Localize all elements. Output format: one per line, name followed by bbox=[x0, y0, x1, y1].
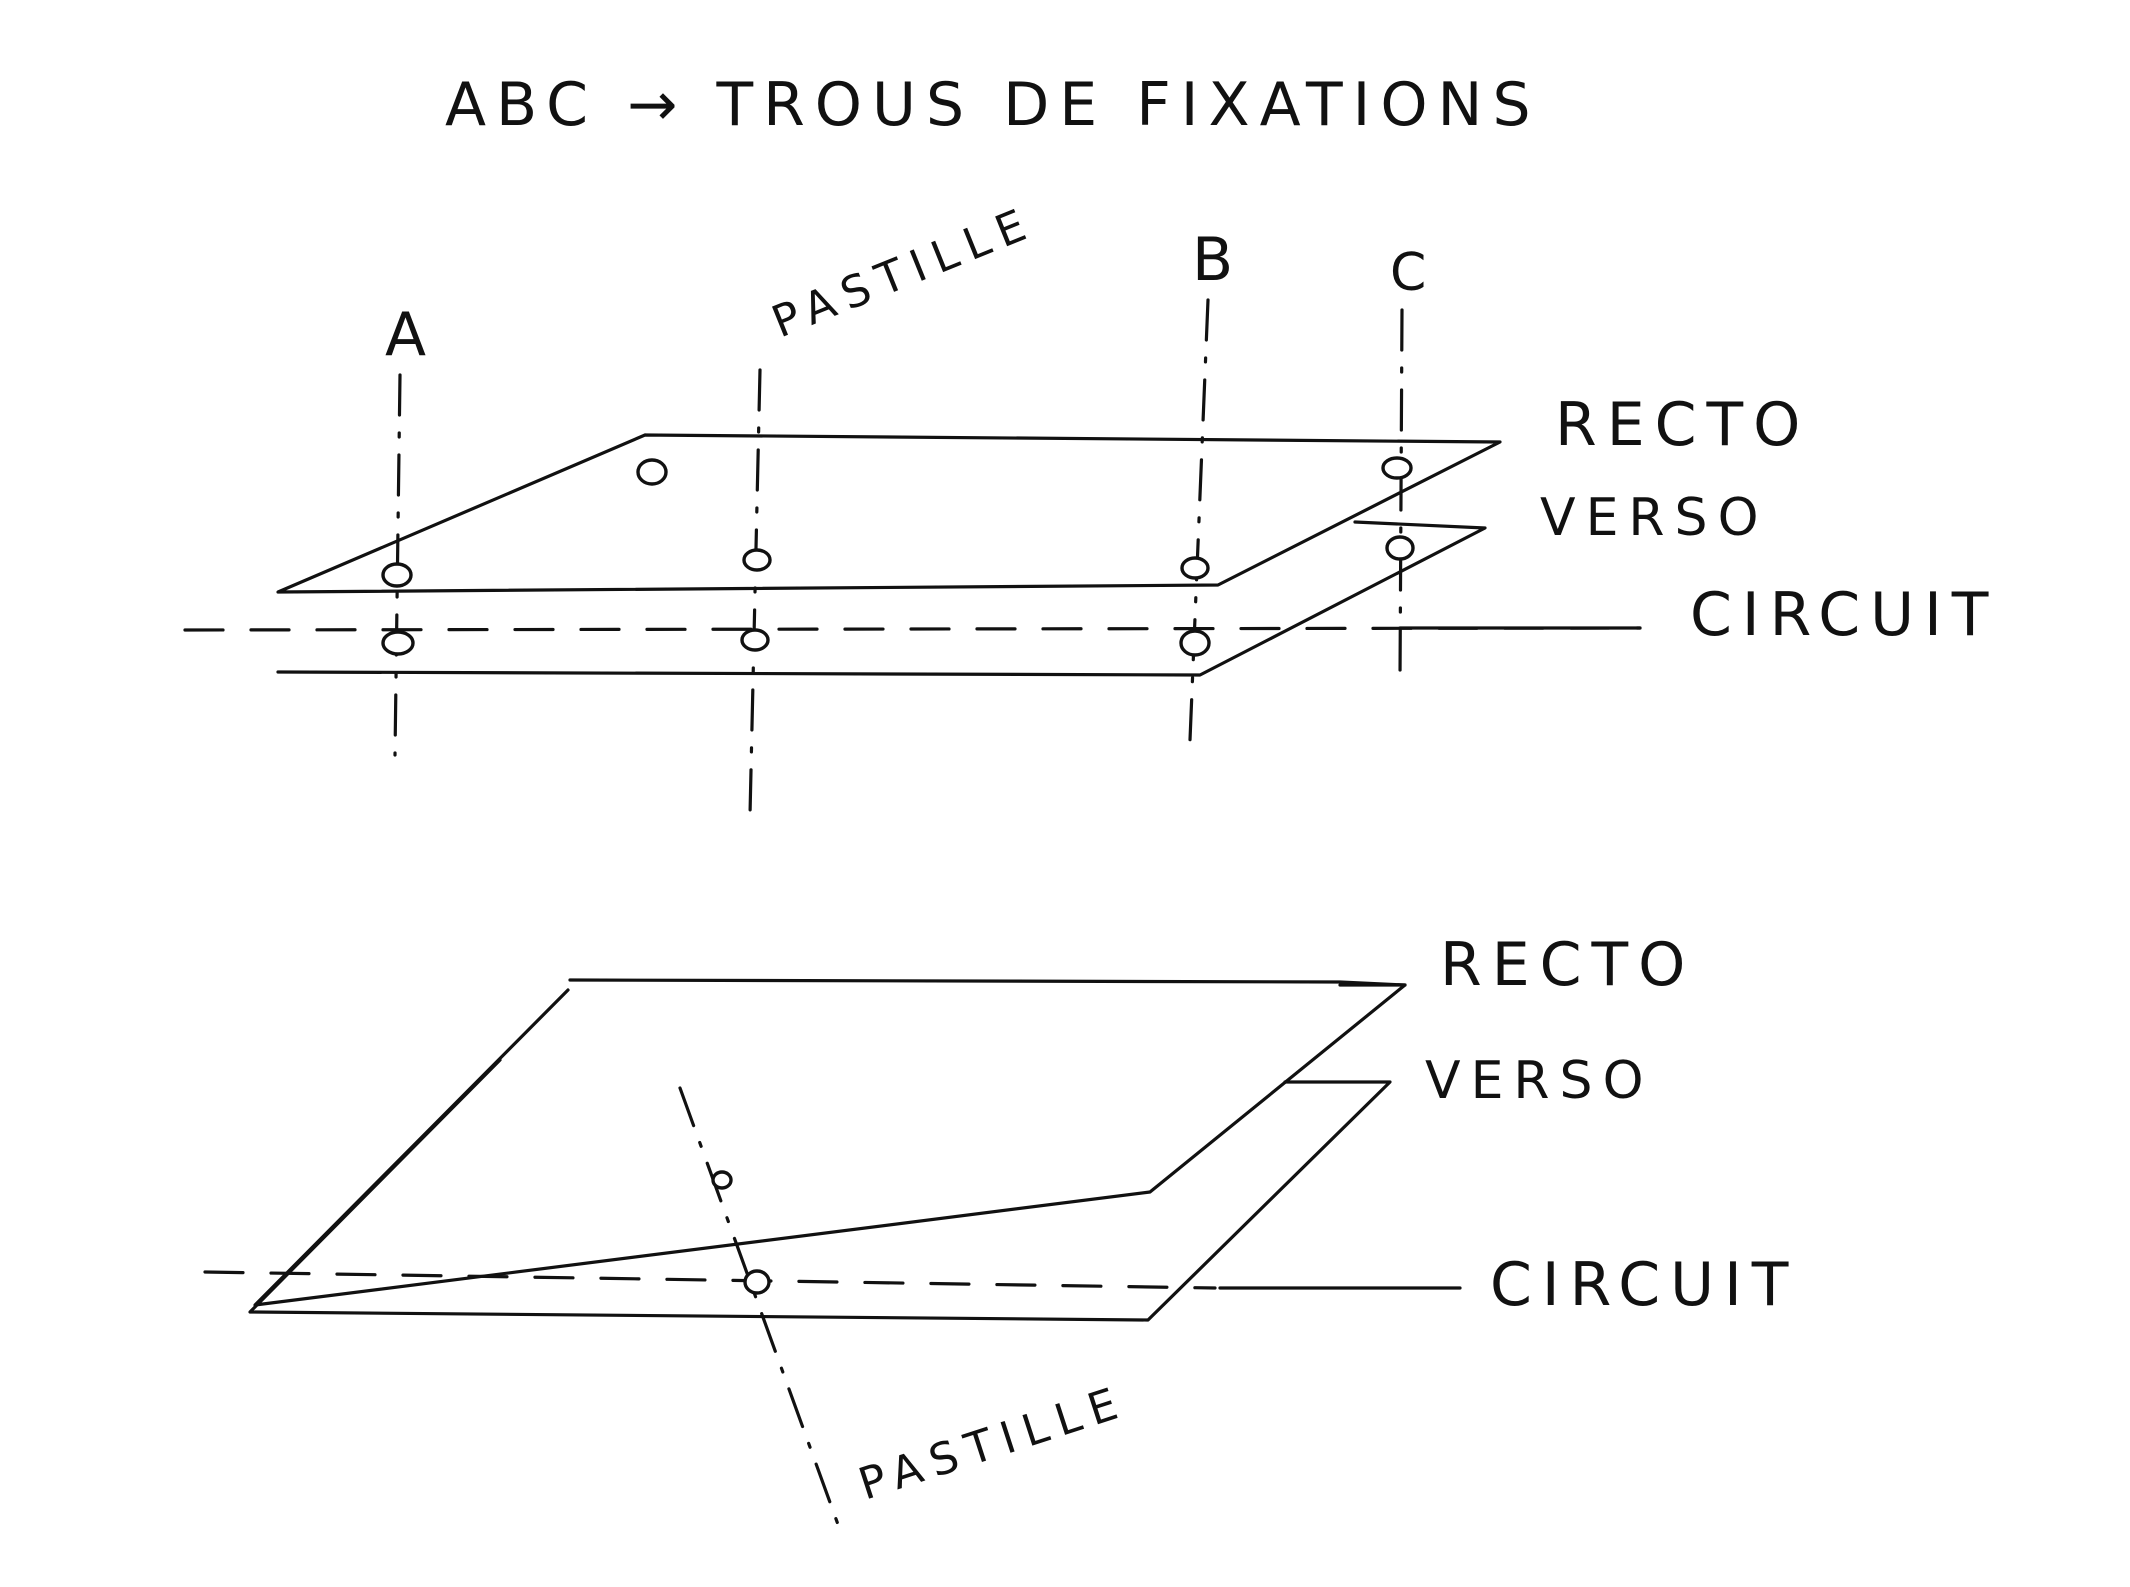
axis-c-line bbox=[1398, 308, 1404, 682]
bottom-verso-sheet bbox=[248, 1058, 1392, 1322]
top-label-recto: RECTO bbox=[1555, 390, 1810, 460]
bottom-hole-recto bbox=[711, 1170, 733, 1190]
bottom-label-recto: RECTO bbox=[1440, 930, 1695, 1000]
top-label-circuit: CIRCUIT bbox=[1690, 580, 1998, 650]
page-title: ABC → TROUS DE FIXATIONS bbox=[445, 70, 1541, 140]
top-diagram: A B C PASTILLE RECTO VERSO CIRCUIT bbox=[183, 197, 1998, 817]
bottom-axis-pastille-line bbox=[678, 1086, 842, 1532]
hole-extra-recto bbox=[636, 458, 668, 486]
bottom-diagram: RECTO VERSO CIRCUIT PASTILLE bbox=[203, 930, 1798, 1532]
bottom-label-circuit: CIRCUIT bbox=[1490, 1250, 1798, 1320]
axis-b-line bbox=[1188, 298, 1210, 742]
bottom-label-pastille: PASTILLE bbox=[853, 1376, 1134, 1511]
top-label-b: B bbox=[1192, 225, 1243, 295]
top-label-pastille: PASTILLE bbox=[765, 197, 1042, 349]
top-label-c: C bbox=[1390, 243, 1436, 303]
bottom-recto-sheet bbox=[253, 978, 1407, 1307]
top-circuit-plane-line bbox=[183, 626, 1642, 632]
hole-a-verso bbox=[381, 630, 415, 656]
bottom-hole-circuit bbox=[743, 1269, 771, 1295]
top-label-verso: VERSO bbox=[1540, 488, 1769, 548]
bottom-circuit-plane-line bbox=[203, 1270, 1217, 1290]
hole-b-recto bbox=[1180, 556, 1210, 580]
top-recto-sheet bbox=[276, 433, 1502, 594]
hole-pastille-verso bbox=[740, 628, 770, 652]
hole-a-recto bbox=[381, 562, 413, 588]
hole-c-recto bbox=[1381, 456, 1413, 480]
top-label-a: A bbox=[385, 300, 436, 370]
axis-pastille-line bbox=[748, 368, 762, 817]
hole-c-verso bbox=[1385, 535, 1415, 561]
bottom-label-verso: VERSO bbox=[1425, 1051, 1654, 1111]
hole-pastille-recto bbox=[742, 548, 772, 572]
hole-b-verso bbox=[1179, 629, 1211, 657]
top-verso-sheet bbox=[276, 520, 1487, 677]
